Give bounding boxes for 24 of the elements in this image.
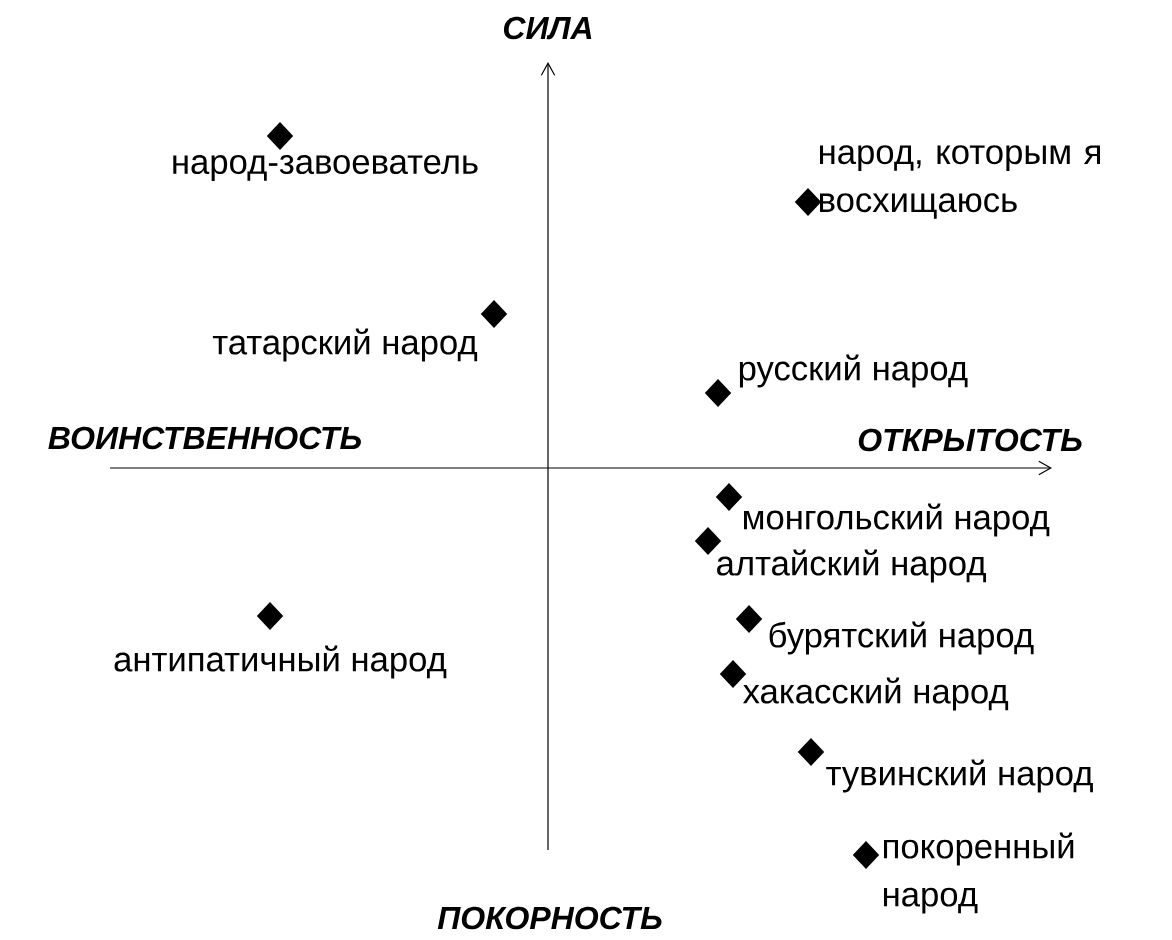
point-marker: [715, 483, 743, 511]
point-label: антипатичный народ: [114, 645, 447, 679]
axis-label: СИЛА: [503, 16, 592, 40]
axis-label: ВОИНСТВЕННОСТЬ: [48, 426, 361, 450]
point-label: покоренный народ: [884, 832, 1074, 914]
point-marker: [704, 379, 732, 407]
point-label: русский народ: [739, 354, 968, 388]
point-label: татарский народ: [212, 328, 478, 362]
point-label: монгольский народ: [744, 503, 1050, 537]
point-label: тувинский народ: [826, 759, 1093, 793]
point-marker: [480, 300, 508, 328]
point-marker: [852, 841, 880, 869]
point-label: народ, которым я восхищаюсь: [820, 145, 1100, 219]
point-label: алтайский народ: [717, 549, 986, 583]
point-label: хакасский народ: [743, 677, 1009, 711]
point-marker: [266, 122, 294, 150]
point-label: бурятский народ: [769, 621, 1034, 655]
point-marker: [256, 602, 284, 630]
axis-label: ПОКОРНОСТЬ: [437, 906, 662, 930]
point-marker: [735, 605, 763, 633]
point-marker: [794, 188, 822, 216]
axis-label: ОТКРЫТОСТЬ: [858, 428, 1082, 452]
point-marker: [797, 738, 825, 766]
point-label: народ-завоеватель: [173, 155, 478, 181]
